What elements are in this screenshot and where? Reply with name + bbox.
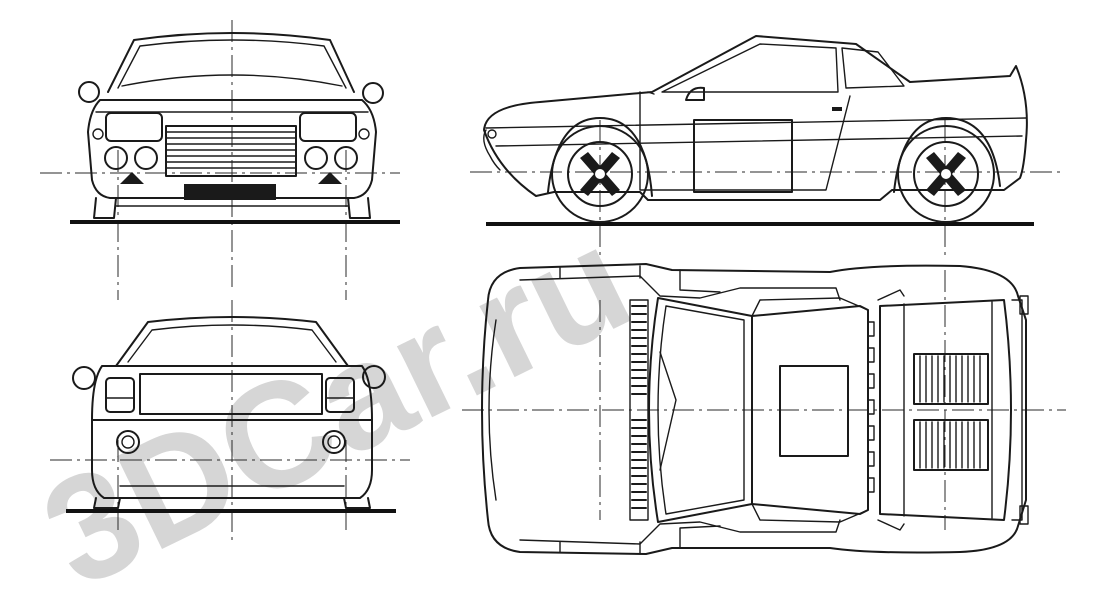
front-tire-left	[93, 197, 117, 219]
top-side-window-left	[751, 297, 869, 317]
top-rear-bumper	[1011, 299, 1023, 521]
rear-exhaust-right	[322, 430, 346, 454]
rear-body-outline	[91, 365, 373, 499]
rear-roof-outline	[115, 316, 349, 367]
front-view	[40, 20, 400, 300]
front-headlight-left	[105, 112, 163, 142]
top-engine-cover	[879, 299, 1012, 521]
side-door-panel	[693, 119, 793, 193]
front-wiper-line	[121, 74, 343, 87]
front-mirror-left	[78, 81, 100, 103]
rear-mirror-left	[72, 366, 96, 390]
front-headlight-right	[299, 112, 357, 142]
rear-tire-left	[93, 497, 121, 509]
rear-view	[50, 300, 410, 540]
top-mirror-left	[877, 289, 905, 301]
front-tire-right	[347, 197, 371, 219]
rear-taillight-right	[325, 377, 355, 413]
top-rear-light-left	[1019, 295, 1029, 315]
side-mirror	[685, 86, 705, 101]
top-mirror-right	[877, 519, 905, 531]
front-roof-outline	[107, 32, 355, 93]
side-window-front	[661, 43, 839, 93]
top-windshield-inner	[657, 305, 745, 515]
top-front-bumper	[488, 319, 497, 501]
front-grille-slats	[165, 131, 297, 169]
front-indicator-left	[92, 128, 104, 140]
side-front-wheel	[551, 125, 649, 223]
top-side-window-right	[751, 503, 869, 523]
side-view	[470, 35, 1060, 260]
front-lamp-right-1	[304, 146, 328, 170]
side-sill-line	[495, 135, 1023, 147]
front-grille	[165, 125, 297, 177]
rear-mirror-right	[362, 365, 386, 389]
top-roof-panel	[779, 365, 849, 457]
rear-exhaust-left	[116, 430, 140, 454]
front-lamp-left-1	[104, 146, 128, 170]
front-vent-left	[120, 172, 144, 184]
top-body-outline	[481, 263, 1027, 555]
side-rear-wheel	[897, 125, 995, 223]
side-nose-detail	[483, 129, 501, 171]
watermark-logo: 3DCar.ru	[18, 194, 654, 600]
front-lamp-left-2	[134, 146, 158, 170]
top-engine-grille-upper	[913, 353, 989, 405]
top-pillar-vents	[867, 321, 875, 493]
rear-tire-right	[343, 497, 371, 509]
side-door-handle	[832, 107, 842, 111]
top-wiper	[659, 351, 677, 471]
top-view	[462, 263, 1066, 555]
rear-trunk-panel	[139, 373, 323, 415]
side-body-outline	[483, 35, 1028, 201]
top-rear-light-right	[1019, 505, 1029, 525]
front-mirror-right	[362, 82, 384, 104]
side-door	[639, 91, 851, 191]
top-engine-grille-lower	[913, 419, 989, 471]
front-indicator-right	[358, 128, 370, 140]
front-lamp-right-2	[334, 146, 358, 170]
side-window-rear	[841, 47, 905, 89]
watermark-text: 3DCar.ru	[18, 194, 654, 600]
top-windshield	[648, 297, 753, 523]
top-cowl-vents	[629, 299, 649, 521]
front-windshield	[117, 39, 347, 89]
front-body-outline	[87, 99, 377, 199]
rear-window	[127, 324, 337, 363]
rear-taillight-left	[105, 377, 135, 413]
front-vent-right	[318, 172, 342, 184]
front-number-plate	[184, 184, 276, 200]
